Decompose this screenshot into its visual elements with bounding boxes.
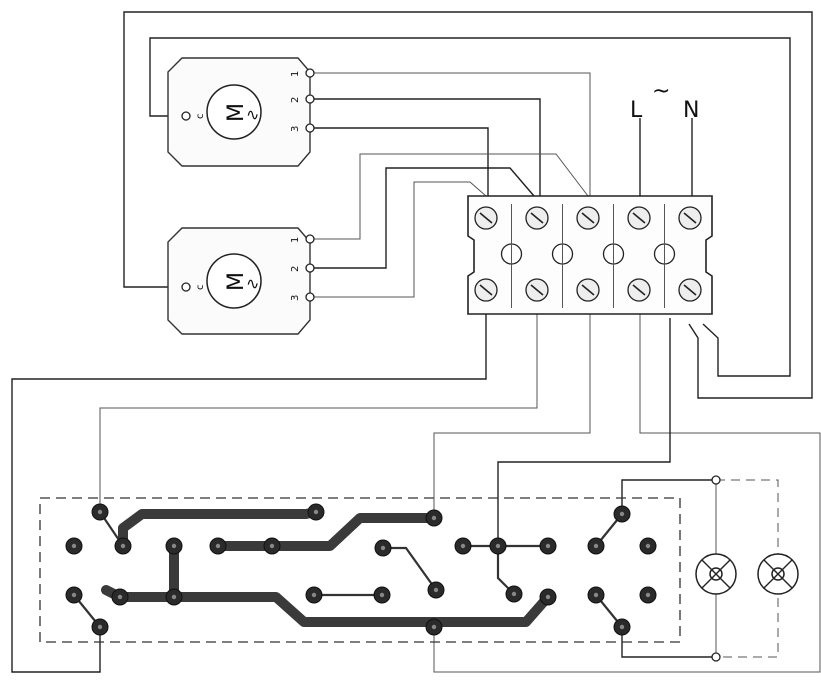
screw-terminal (474, 206, 498, 230)
ac-symbol: ~ (652, 79, 670, 104)
terminal-c (181, 282, 191, 292)
wire-lamp-bottom (621, 627, 716, 658)
wire-block5-to-board (497, 318, 671, 542)
lamp-junction (711, 475, 721, 485)
trace (101, 541, 179, 602)
solder-pad (454, 537, 472, 555)
wiring (11, 11, 821, 673)
terminal-2-label: 2 (290, 97, 301, 103)
solder-pad (425, 618, 443, 636)
solder-pad (539, 537, 557, 555)
solder-pad (65, 586, 83, 604)
solder-pad (505, 585, 523, 603)
terminal-3-label: 3 (290, 295, 301, 301)
solder-pad (613, 505, 631, 523)
motor-symbol: M (224, 272, 249, 291)
terminal-1 (305, 68, 315, 78)
wire-block2-to-board (99, 314, 538, 512)
trace (169, 592, 553, 627)
terminal-2-label: 2 (290, 266, 301, 272)
solder-pad (373, 586, 391, 604)
solder-pad (425, 509, 443, 527)
solder-pad (587, 586, 605, 604)
wire-motor1-t3 (310, 127, 489, 196)
motor-1: M ∿ c 1 2 3 (167, 57, 315, 167)
solder-pad (65, 537, 83, 555)
wire-lamp-top (621, 479, 716, 512)
terminal-3-label: 3 (290, 126, 301, 132)
solder-pad (165, 537, 183, 555)
trace (213, 513, 439, 551)
solder-pad (427, 581, 445, 599)
motor-symbol: M (224, 103, 249, 122)
motor-ac-mark: ∿ (246, 274, 259, 293)
terminal-c (181, 111, 191, 121)
solder-pad (305, 586, 323, 604)
wire-motor1-common (149, 37, 791, 377)
solder-pad (639, 537, 657, 555)
solder-pad (587, 537, 605, 555)
motor-icon (206, 253, 262, 309)
solder-pad (263, 537, 281, 555)
terminal-2 (305, 263, 315, 273)
wire-motor1-t2 (310, 98, 541, 196)
solder-pad (111, 588, 129, 606)
wire-block1-to-board (11, 314, 487, 673)
wire-block4-to-board (433, 314, 821, 673)
solder-pad (539, 588, 557, 606)
terminal-1-label: 1 (290, 237, 301, 243)
terminal-2 (305, 94, 315, 104)
lamp-icon (695, 553, 737, 595)
terminal-1-label: 1 (290, 71, 301, 77)
screw-terminal (678, 278, 702, 302)
motor-2: M ∿ c 1 2 3 (167, 227, 315, 335)
line-label: L (630, 98, 643, 123)
solder-pad (613, 618, 631, 636)
screw-terminal (525, 206, 549, 230)
solder-pad (165, 588, 183, 606)
screw-terminal (525, 278, 549, 302)
terminal-1 (305, 234, 315, 244)
lamps (695, 475, 799, 662)
terminal-3 (305, 123, 315, 133)
screw-terminal (627, 278, 651, 302)
solder-pad (489, 537, 507, 555)
terminal-3 (305, 292, 315, 302)
wire-motor2-common (123, 11, 813, 399)
wire-motor2-t1 (310, 153, 589, 240)
lamp-icon (757, 553, 799, 595)
terminal-c-label: c (195, 285, 206, 291)
motor-icon (206, 84, 262, 140)
switch-board (39, 497, 681, 643)
solder-pad (307, 503, 325, 521)
screw-terminal (576, 206, 600, 230)
solder-pad (639, 586, 657, 604)
solder-pad (209, 537, 227, 555)
screw-terminal (576, 278, 600, 302)
power-supply: L ~ N (630, 79, 699, 123)
wire-block3-to-board (433, 314, 591, 512)
motor-ac-mark: ∿ (246, 105, 259, 124)
lamp-junction (711, 652, 721, 662)
solder-pad (91, 503, 109, 521)
screw-terminal (474, 278, 498, 302)
terminal-block (467, 195, 713, 315)
wire-motor2-t2 (310, 167, 535, 269)
board-outline (39, 497, 681, 643)
solder-pad (114, 537, 132, 555)
wire-motor2-t3 (310, 181, 487, 298)
trace-thin (381, 546, 438, 592)
screw-terminal (627, 206, 651, 230)
terminal-c-label: c (195, 114, 206, 120)
neutral-label: N (683, 98, 699, 123)
solder-pad (374, 539, 392, 557)
wire-motor1-t1 (310, 72, 591, 196)
solder-pad (91, 618, 109, 636)
screw-terminal (678, 206, 702, 230)
